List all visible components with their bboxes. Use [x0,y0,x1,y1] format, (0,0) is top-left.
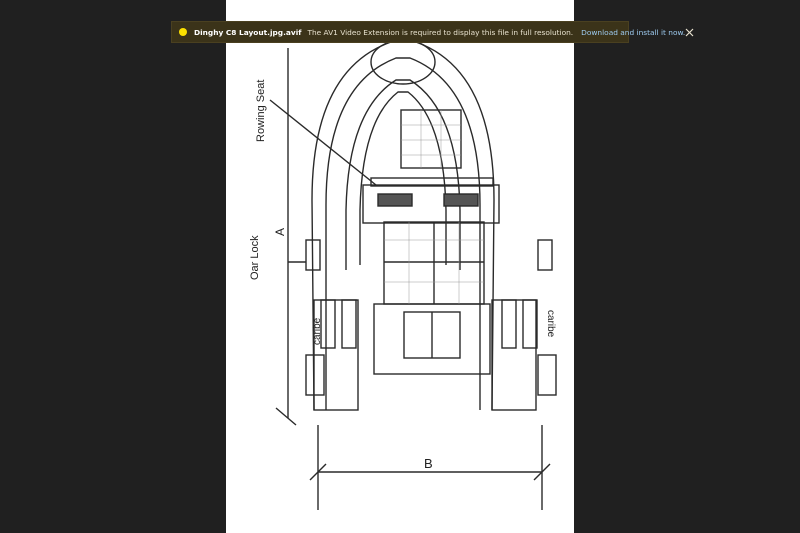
motor-mount-left [305,354,325,396]
label-oar-lock: Oar Lock [249,235,261,280]
rowing-seat [362,184,500,224]
warning-icon [179,28,187,36]
close-icon[interactable] [685,26,694,38]
label-dimension-b: B [424,456,433,471]
warning-message: The AV1 Video Extension is required to d… [307,27,574,37]
hull-inner [325,57,481,410]
front-deck [400,109,462,169]
image-canvas: Rowing Seat Oar Lock A B caribe caribe [226,0,574,533]
download-extension-link[interactable]: Download and install it now. [581,27,686,37]
hull-outer [311,41,495,411]
rear-tube-right [491,299,537,411]
brand-label-right: caribe [545,310,556,338]
oar-lock-left [305,239,321,271]
transom [373,303,491,375]
oar-lock-right [537,239,553,271]
rowing-seat-leader [269,99,377,186]
motor-mount-right [537,354,557,396]
brand-label-left: caribe [312,317,323,345]
codec-warning-banner: Dinghy C8 Layout.jpg.avif The AV1 Video … [171,21,694,43]
label-rowing-seat: Rowing Seat [255,80,267,142]
label-dimension-a: A [273,228,287,236]
dinghy-layout-diagram: Rowing Seat Oar Lock A B caribe caribe [249,39,557,510]
file-name: Dinghy C8 Layout.jpg.avif [194,27,302,37]
